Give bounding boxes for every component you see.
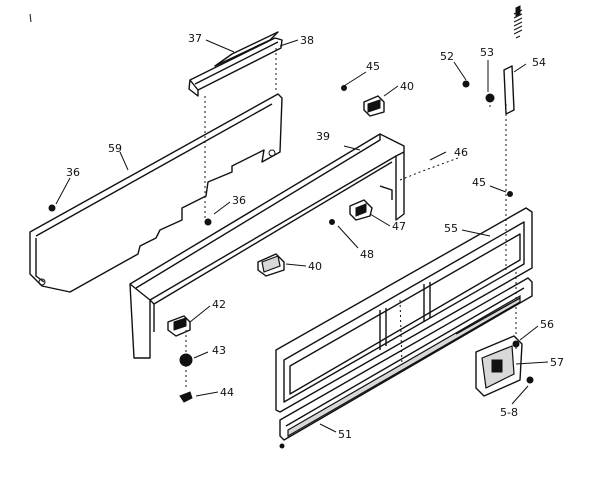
callout-57: 57 bbox=[550, 356, 564, 369]
part-switch-module bbox=[475, 335, 523, 397]
hardware bbox=[48, 5, 534, 449]
callout-46: 46 bbox=[454, 146, 468, 159]
callout-56: 56 bbox=[540, 318, 554, 331]
callout-labels: 37 38 45 40 52 53 54 59 36 36 39 46 45 4… bbox=[66, 32, 564, 441]
callout-51: 51 bbox=[338, 428, 352, 441]
callout-54: 54 bbox=[532, 56, 546, 69]
part-lower-trim bbox=[279, 277, 533, 441]
callout-40-upper: 40 bbox=[400, 80, 414, 93]
callout-39: 39 bbox=[316, 130, 330, 143]
callout-53: 53 bbox=[480, 46, 494, 59]
leader-lines bbox=[55, 39, 549, 433]
callout-59: 59 bbox=[108, 142, 122, 155]
callout-55: 55 bbox=[444, 222, 458, 235]
callout-36-left: 36 bbox=[66, 166, 80, 179]
callout-40-lower: 40 bbox=[308, 260, 322, 273]
assembly-lines bbox=[185, 48, 517, 390]
callout-37: 37 bbox=[188, 32, 202, 45]
callout-38: 38 bbox=[300, 34, 314, 47]
callout-43: 43 bbox=[212, 344, 226, 357]
callout-42: 42 bbox=[212, 298, 226, 311]
corner-mark bbox=[29, 13, 32, 23]
part-trim-bracket bbox=[188, 31, 283, 97]
callout-45-upper: 45 bbox=[366, 60, 380, 73]
callout-47: 47 bbox=[392, 220, 406, 233]
callout-45-right: 45 bbox=[472, 176, 486, 189]
callout-48: 48 bbox=[360, 248, 374, 261]
callout-58: 5-8 bbox=[500, 406, 518, 419]
part-front-panel bbox=[275, 207, 533, 413]
part-back-panel bbox=[29, 93, 283, 293]
part-console-housing bbox=[129, 133, 405, 359]
callout-52: 52 bbox=[440, 50, 454, 63]
callout-44: 44 bbox=[220, 386, 234, 399]
callout-36-center: 36 bbox=[232, 194, 246, 207]
